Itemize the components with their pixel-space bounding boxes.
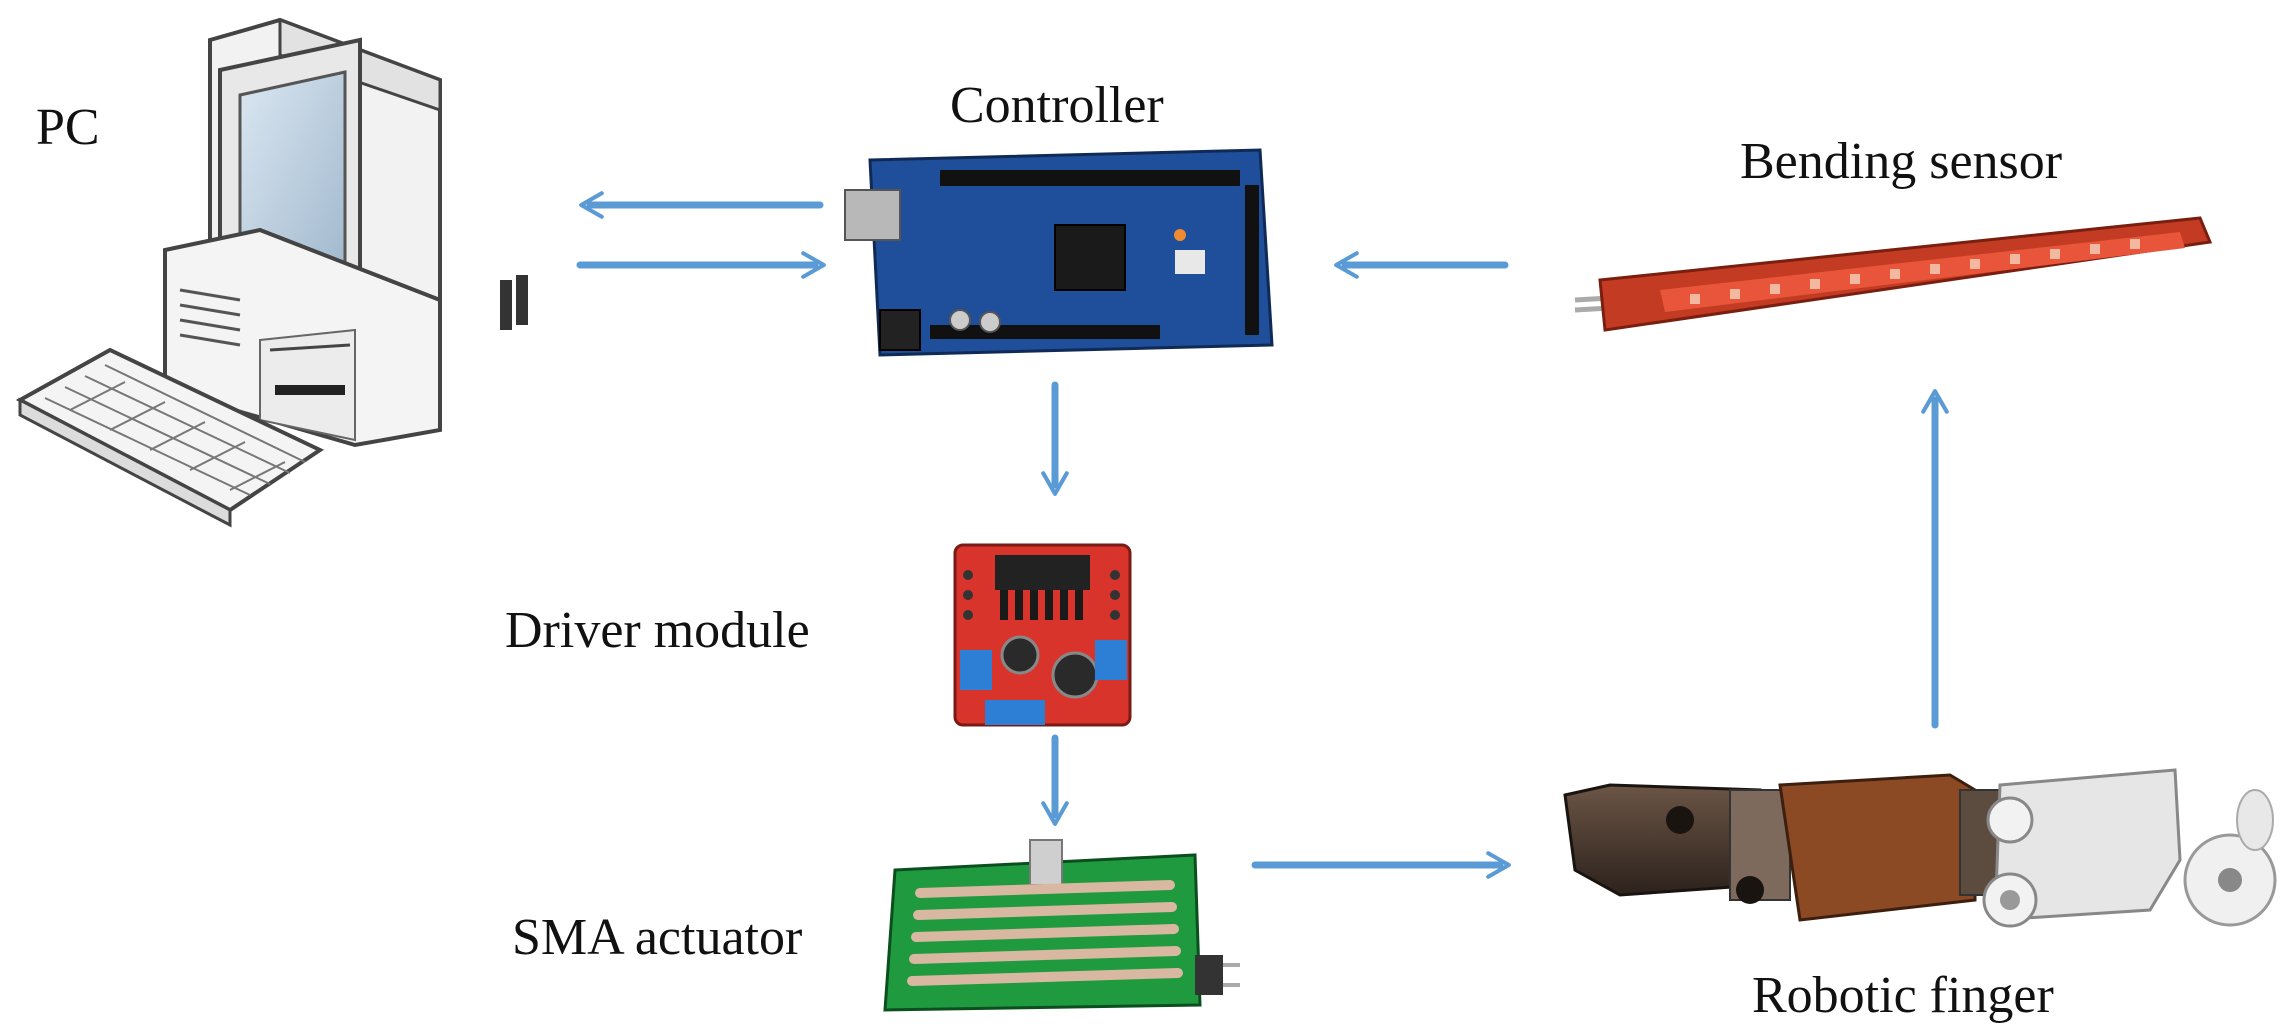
bending-sensor-icon [1574,216,2213,332]
sma-actuator-icon [883,839,1240,1012]
flow-arrows [576,191,1949,879]
label-driver-module: Driver module [505,602,810,659]
pc-computer-icon [15,17,528,528]
driver-module-icon [953,543,1132,727]
label-controller: Controller [950,77,1164,134]
robotic-finger-icon [1563,768,2277,928]
label-bending-sensor: Bending sensor [1740,133,2063,190]
label-robotic-finger: Robotic finger [1752,967,2054,1024]
label-sma-actuator: SMA actuator [512,909,803,966]
label-pc: PC [36,99,100,156]
controller-board-icon [844,148,1274,357]
